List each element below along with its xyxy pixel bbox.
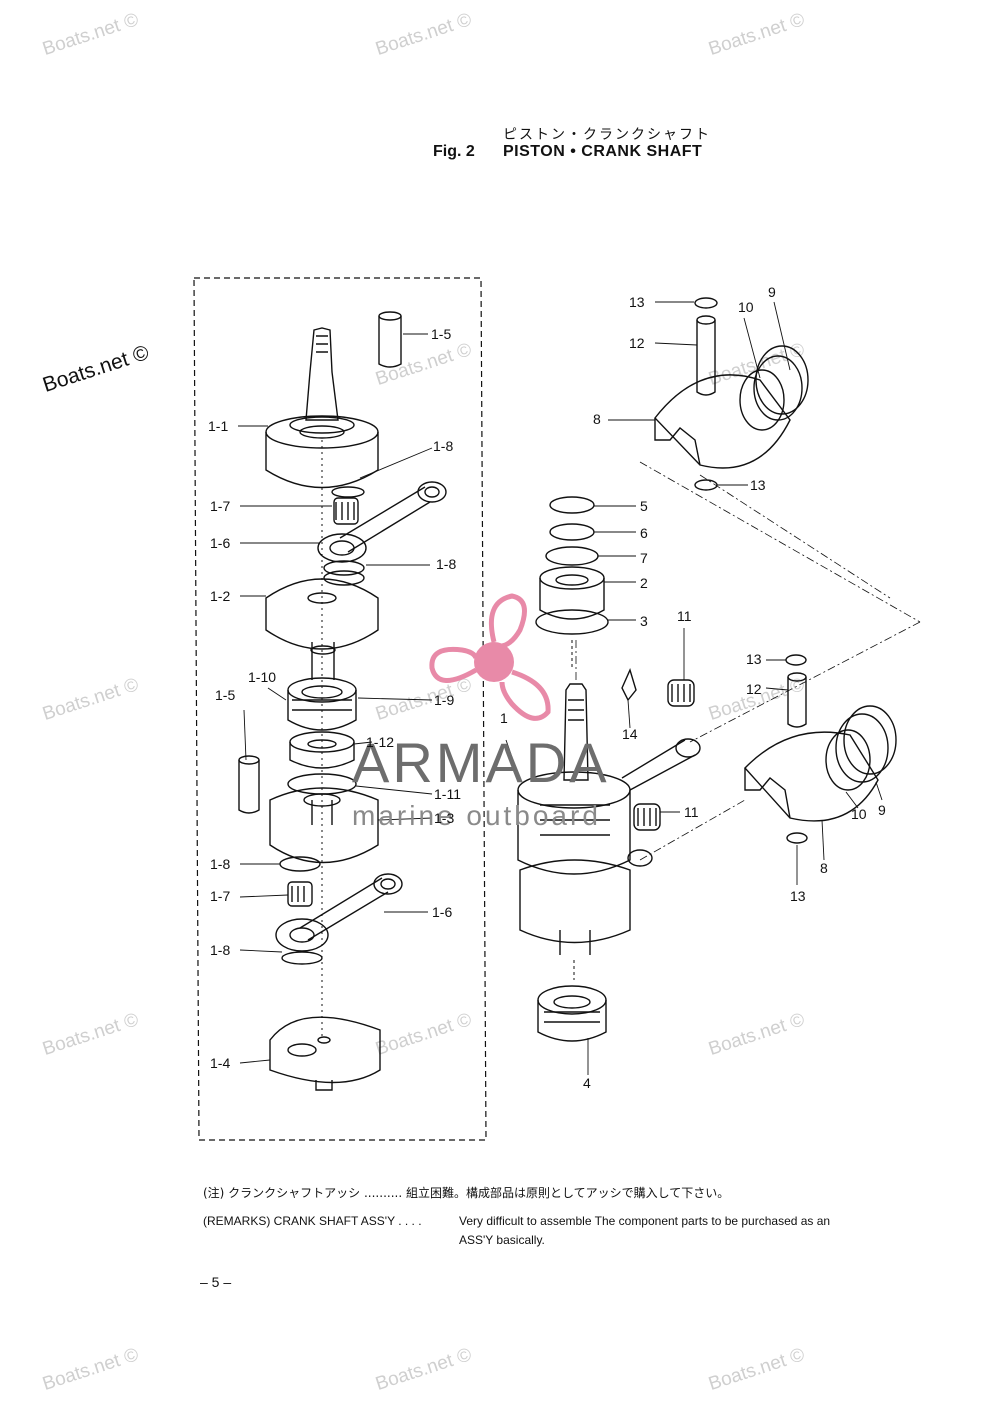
part-label: 1-8 (436, 556, 457, 572)
part-label: 12 (629, 335, 645, 351)
part-label: 8 (820, 860, 828, 876)
part-label: 13 (790, 888, 806, 904)
part-label: 9 (768, 284, 776, 300)
needle-bearing (667, 679, 695, 707)
part-label: 11 (684, 804, 699, 820)
part-label: 1-8 (210, 856, 231, 872)
logo-name: ARMADA (352, 731, 610, 794)
part-label: 4 (583, 1075, 591, 1091)
thrust-washer (281, 951, 323, 965)
part-label: 1-5 (215, 687, 236, 703)
part-label: 2 (640, 575, 648, 591)
needle-bearing (633, 803, 661, 831)
thrust-washer (331, 486, 365, 498)
crank-pin (378, 311, 402, 368)
woodruff-key (621, 667, 637, 702)
part-label: 1-2 (210, 588, 231, 604)
connecting-rod-lower (275, 873, 403, 952)
part-label: 14 (622, 726, 638, 742)
part-label: 1-7 (210, 498, 231, 514)
part-label: 1-5 (431, 326, 452, 342)
part-label: 1-7 (210, 888, 231, 904)
armada-propeller-logo (429, 593, 551, 721)
part-label: 11 (677, 608, 692, 624)
remarks-text: Very difficult to assemble The component… (459, 1214, 831, 1228)
crank-journal (311, 642, 335, 680)
part-label: 1-12 (366, 734, 395, 750)
assembly-boundary (193, 277, 487, 1141)
upper-bearing-stack (535, 496, 609, 670)
part-label: 1-8 (433, 438, 454, 454)
crank-journal (310, 645, 336, 655)
thrust-washer (323, 560, 365, 576)
labyrinth-seal (289, 731, 355, 769)
part-label: 1-6 (432, 904, 453, 920)
crank-web-lower (269, 1016, 381, 1091)
part-label: 7 (640, 550, 648, 566)
part-label: 5 (640, 498, 648, 514)
crankshaft-upper-part (265, 327, 379, 489)
part-label: 3 (640, 613, 648, 629)
part-label: 1 (500, 710, 508, 726)
page-number: – 5 – (200, 1274, 232, 1290)
part-label: 13 (629, 294, 645, 310)
figure-title: PISTON • CRANK SHAFT (503, 143, 703, 160)
part-label: 1-1 (208, 418, 229, 434)
part-label: 1-11 (434, 786, 461, 802)
part-label: 9 (878, 802, 886, 818)
crankshaft-assembled (517, 683, 701, 980)
part-label: 12 (746, 681, 762, 697)
part-label: 1-10 (248, 669, 277, 685)
logo-tagline: marine outboard (352, 800, 601, 831)
part-label: 1-9 (434, 692, 455, 708)
part-label: 1-3 (434, 810, 455, 826)
connecting-rod-upper (317, 481, 447, 563)
part-label: 1-6 (210, 535, 231, 551)
remarks-text-continued: ASS'Y basically. (459, 1233, 545, 1247)
part-label: 13 (750, 477, 766, 493)
remarks-japanese: (注) クランクシャフトアッシ .......... 組立困難。構成部品は原則と… (203, 1186, 730, 1200)
part-label: 1-4 (210, 1055, 231, 1071)
part-label: 6 (640, 525, 648, 541)
part-label: 13 (746, 651, 762, 667)
crank-pin (238, 755, 260, 814)
part-label: 10 (738, 299, 754, 315)
part-label: 10 (851, 806, 867, 822)
remarks-label: (REMARKS) CRANK SHAFT ASS'Y . . . . (203, 1214, 422, 1228)
figure-number: Fig. 2 (433, 143, 475, 160)
lower-main-bearing (537, 985, 607, 1042)
piston-upper (654, 297, 809, 491)
part-label: 1-8 (210, 942, 231, 958)
thrust-washer (323, 570, 365, 586)
piston-lower (744, 654, 897, 844)
part-label: 8 (593, 411, 601, 427)
figure-title-japanese: ピストン・クランクシャフト (503, 127, 711, 143)
